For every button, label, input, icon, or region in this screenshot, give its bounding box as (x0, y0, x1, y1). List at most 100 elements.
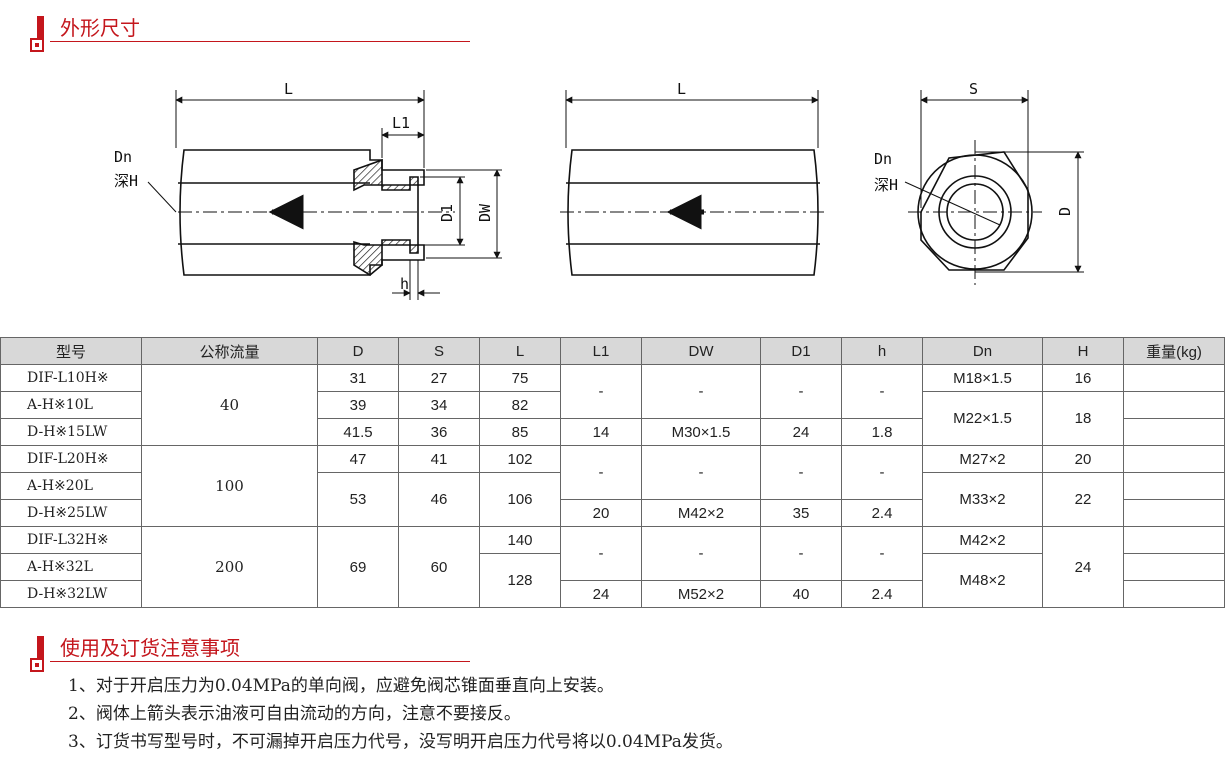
dw-cell: - (641, 526, 761, 581)
section-title: 外形尺寸 (60, 16, 140, 40)
right-view (904, 90, 1084, 285)
l-cell: 85 (479, 418, 561, 446)
note-item: 3、订货书写型号时，不可漏掉开启压力代号，没写明开启压力代号将以0.04MPa发… (68, 732, 733, 752)
s-cell: 46 (398, 472, 480, 527)
dn-cell: M27×2 (922, 445, 1043, 473)
label-L-left: L (284, 80, 293, 98)
dn-cell: M18×1.5 (922, 364, 1043, 392)
section-marker-square-icon (30, 658, 44, 672)
dw-cell: - (641, 445, 761, 500)
h-cell: 1.8 (841, 418, 923, 446)
d1-cell: - (760, 445, 842, 500)
col-header: L (479, 337, 561, 365)
section-marker-square-icon (30, 38, 44, 52)
section-underline (50, 41, 470, 42)
h-cell: - (841, 526, 923, 581)
dw-cell: M30×1.5 (641, 418, 761, 446)
hh-cell: 16 (1042, 364, 1124, 392)
hh-cell: 20 (1042, 445, 1124, 473)
table-row: D-H※32LW 24 M52×2 40 2.4 (0, 580, 1225, 608)
table-row: DIF-L32H※ 200 69 60 140 - - - - M42×2 24 (0, 526, 1225, 608)
flow-cell: 100 (141, 445, 318, 527)
d-cell: 41.5 (317, 418, 399, 446)
d-cell: 31 (317, 364, 399, 392)
label-D1: D1 (438, 204, 456, 222)
d-cell: 53 (317, 472, 399, 527)
middle-view (560, 90, 828, 276)
d1-cell: 24 (760, 418, 842, 446)
l1-cell: 14 (560, 418, 642, 446)
h-cell: - (841, 445, 923, 500)
col-header: S (398, 337, 480, 365)
col-header: D1 (760, 337, 842, 365)
col-header: D (317, 337, 399, 365)
s-cell: 27 (398, 364, 480, 392)
hh-cell: 22 (1042, 472, 1124, 527)
weight-cell (1123, 364, 1225, 392)
table-header-row: 型号 公称流量 D S L L1 DW D1 h Dn H 重量(kg) (0, 337, 1225, 365)
label-S: S (969, 80, 978, 98)
model-cell: D-H※25LW (0, 499, 142, 527)
hh-cell: 18 (1042, 391, 1124, 446)
label-depth-H-right: 深H (874, 176, 898, 194)
section-marker-icon (37, 16, 44, 44)
l-cell: 75 (479, 364, 561, 392)
note-item: 1、对于开启压力为0.04MPa的单向阀，应避免阀芯锥面垂直向上安装。 (68, 676, 614, 696)
label-D: D (1056, 207, 1074, 216)
label-DW: DW (476, 203, 494, 222)
table-row: A-H※20L 53 46 106 M33×2 22 (0, 472, 1225, 527)
col-header: DW (641, 337, 761, 365)
weight-cell (1123, 499, 1225, 527)
section-marker-icon (37, 636, 44, 664)
section-underline (50, 661, 470, 662)
dw-cell: M52×2 (641, 580, 761, 608)
model-cell: DIF-L10H※ (0, 364, 142, 392)
col-header: 重量(kg) (1123, 337, 1225, 365)
weight-cell (1123, 472, 1225, 500)
spec-table: 型号 公称流量 D S L L1 DW D1 h Dn H 重量(kg) DIF… (0, 337, 1225, 608)
model-cell: DIF-L32H※ (0, 526, 142, 554)
col-header: H (1042, 337, 1124, 365)
weight-cell (1123, 553, 1225, 581)
d-cell: 47 (317, 445, 399, 473)
d1-cell: - (760, 364, 842, 419)
model-cell: A-H※10L (0, 391, 142, 419)
model-cell: D-H※15LW (0, 418, 142, 446)
model-cell: A-H※32L (0, 553, 142, 581)
model-cell: A-H※20L (0, 472, 142, 500)
hh-cell: 24 (1042, 526, 1124, 608)
h-cell: - (841, 364, 923, 419)
left-view (147, 90, 502, 300)
col-header: Dn (922, 337, 1043, 365)
section-title: 使用及订货注意事项 (60, 636, 240, 660)
s-cell: 41 (398, 445, 480, 473)
weight-cell (1123, 580, 1225, 608)
dw-cell: - (641, 364, 761, 419)
d1-cell: 40 (760, 580, 842, 608)
weight-cell (1123, 418, 1225, 446)
label-Dn-right: Dn (874, 150, 892, 168)
label-Dn-left: Dn (114, 148, 132, 166)
l-cell: 140 (479, 526, 561, 554)
d-cell: 39 (317, 391, 399, 419)
dn-cell: M48×2 (922, 553, 1043, 608)
dimension-drawing: L L1 Dn 深H D1 DW h L S Dn 深H D (114, 80, 1084, 300)
model-cell: DIF-L20H※ (0, 445, 142, 473)
dn-cell: M42×2 (922, 526, 1043, 554)
col-header: h (841, 337, 923, 365)
weight-cell (1123, 445, 1225, 473)
label-depth-H-left: 深H (114, 172, 138, 190)
d1-cell: - (760, 526, 842, 581)
label-L1: L1 (392, 114, 410, 132)
dimensions-section-header: 外形尺寸 (30, 12, 470, 52)
table-row: DIF-L10H※ 40 31 27 75 - - - - M18×1.5 16 (0, 364, 1225, 446)
s-cell: 34 (398, 391, 480, 419)
col-header: 公称流量 (141, 337, 318, 365)
table-row: D-H※25LW 20 M42×2 35 2.4 (0, 499, 1225, 527)
l-cell: 102 (479, 445, 561, 473)
dw-cell: M42×2 (641, 499, 761, 527)
table-row: A-H※32L 128 M48×2 (0, 553, 1225, 608)
d1-cell: 35 (760, 499, 842, 527)
l1-cell: 20 (560, 499, 642, 527)
weight-cell (1123, 526, 1225, 554)
